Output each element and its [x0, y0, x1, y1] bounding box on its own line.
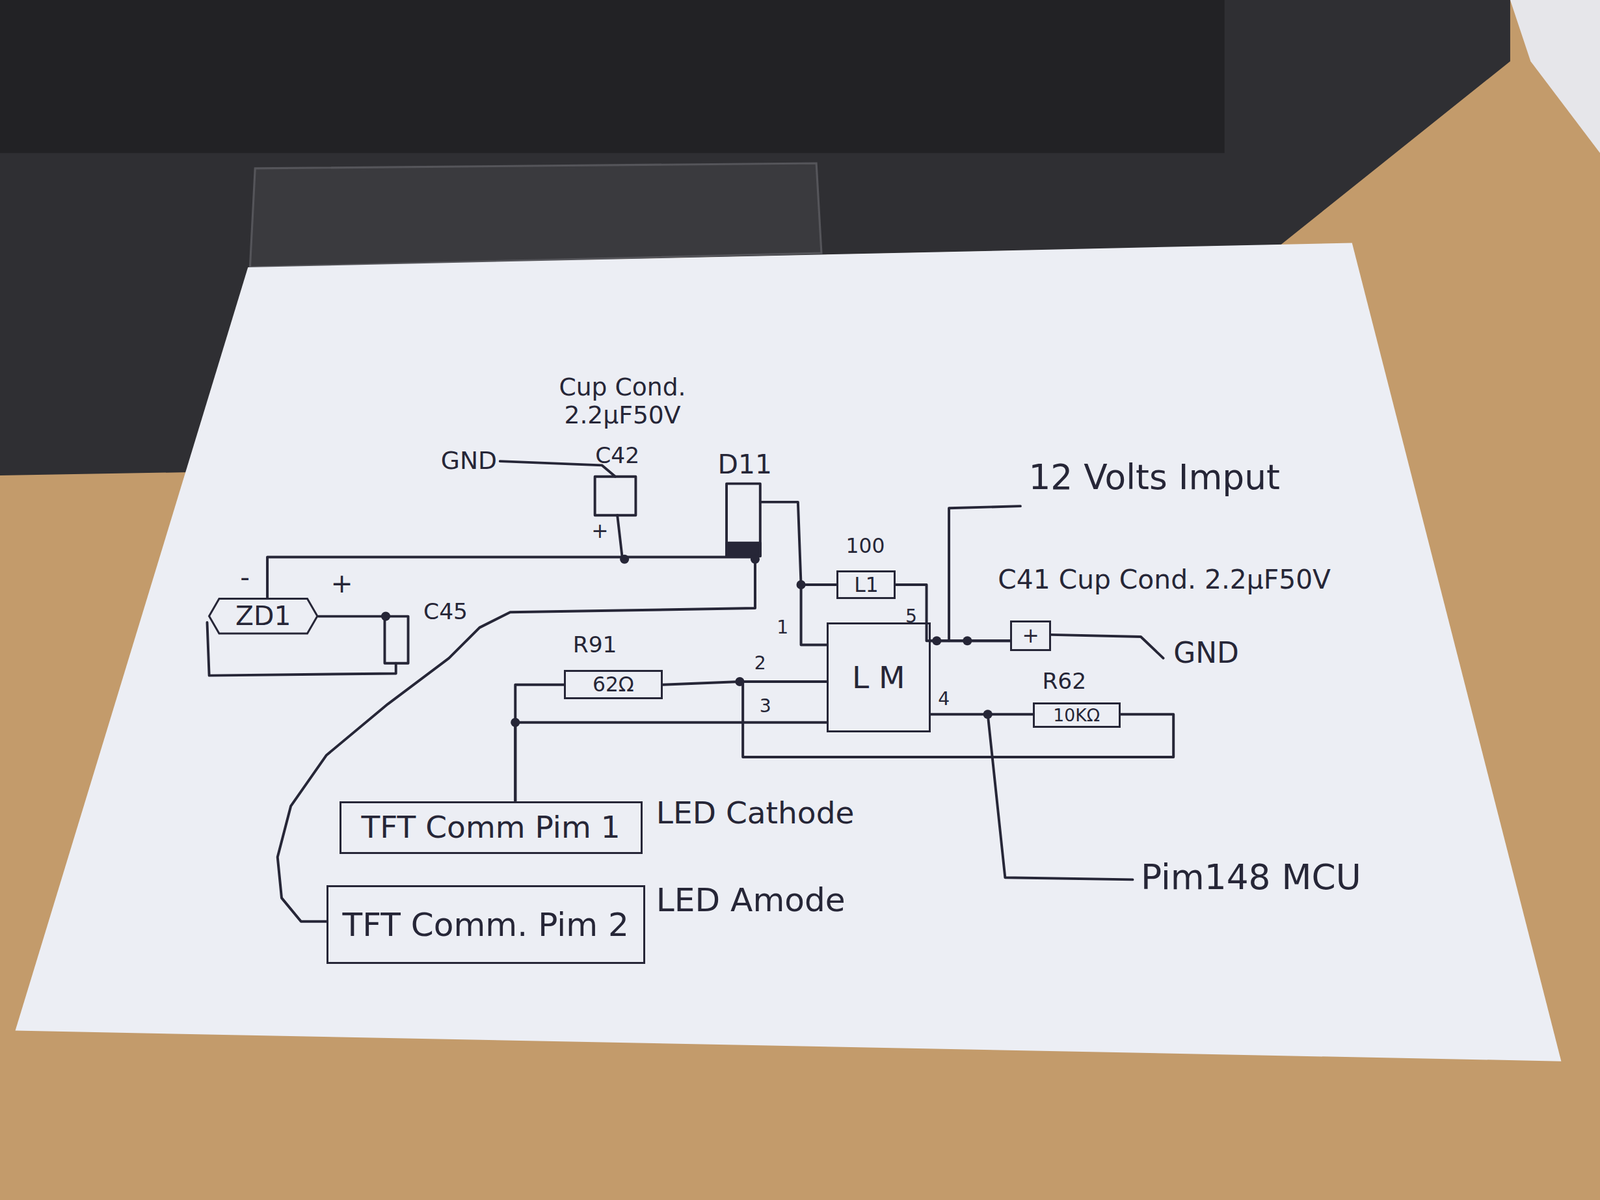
- polarity-mark: +: [591, 519, 609, 543]
- part-label: TFT Comm Pim 1: [361, 810, 621, 845]
- signal-name: LED Cathode: [656, 795, 855, 831]
- signal-name: GND: [1173, 636, 1240, 670]
- pin-number: 1: [776, 617, 789, 639]
- diode-symbol: [726, 483, 761, 557]
- wire: [760, 502, 802, 585]
- part-label: L1: [853, 573, 879, 597]
- part-name: R62: [1041, 668, 1087, 695]
- part-label: L M: [852, 660, 906, 695]
- polarity-mark: -: [240, 562, 250, 594]
- diode-cathode-bar: [726, 543, 761, 557]
- zener-outline-shape: [209, 599, 318, 634]
- wire: [801, 584, 838, 646]
- part-name: D11: [718, 448, 773, 480]
- part-label: ZD1: [235, 601, 291, 631]
- part-name: R91: [573, 632, 618, 659]
- wire: [515, 684, 564, 802]
- wire: [895, 584, 1011, 641]
- part-name: C42: [595, 442, 640, 469]
- part-label: 62Ω: [592, 673, 635, 696]
- wire: [267, 557, 756, 922]
- zener-diode: ZD1: [208, 597, 319, 635]
- paper-corner: [1510, 0, 1600, 153]
- resistor: 62Ω: [563, 669, 663, 700]
- part-name: C41 Cup Cond. 2.2µF50V: [997, 564, 1331, 596]
- part-value: Cup Cond. 2.2µF50V: [545, 372, 699, 430]
- part-label: +: [1021, 624, 1039, 648]
- gnd-wire: [1051, 634, 1164, 659]
- capacitor: +: [1010, 620, 1052, 652]
- wire: [930, 639, 1011, 642]
- signal-name: 12 Volts Imput: [1028, 457, 1280, 498]
- regulator-ic: L M: [826, 622, 931, 733]
- wire: [515, 722, 827, 802]
- inductor: L1: [836, 570, 896, 600]
- signal-name: GND: [440, 446, 497, 475]
- capacitor-symbol: [384, 616, 408, 664]
- wire: [742, 681, 1174, 758]
- pin-number: 3: [759, 695, 772, 717]
- part-label: 10KΩ: [1053, 705, 1100, 725]
- touchpad: [249, 163, 822, 268]
- resistor: 10KΩ: [1032, 702, 1121, 728]
- connector-pin: TFT Comm Pim 1: [339, 801, 643, 855]
- signal-name: Pim148 MCU: [1140, 857, 1362, 898]
- part-value: 100: [845, 533, 885, 558]
- connector-pin: TFT Comm. Pim 2: [326, 885, 645, 964]
- pin-number: 2: [754, 653, 767, 674]
- paper-sheet: [15, 242, 1562, 1061]
- pin-number: 5: [905, 605, 918, 627]
- junction-dot: [381, 612, 391, 622]
- signal-name: LED Amode: [656, 881, 846, 920]
- part-name: C45: [423, 599, 468, 626]
- polarity-mark: +: [330, 568, 353, 600]
- capacitor-symbol: [595, 476, 637, 516]
- keyboard: [0, 0, 1225, 153]
- wire: [206, 622, 396, 676]
- pin-number: 4: [937, 688, 950, 709]
- part-label: TFT Comm. Pim 2: [342, 906, 629, 943]
- wire: [617, 515, 623, 559]
- wire: [930, 712, 1033, 716]
- wire: [318, 615, 386, 618]
- mcu-wire: [987, 714, 1134, 880]
